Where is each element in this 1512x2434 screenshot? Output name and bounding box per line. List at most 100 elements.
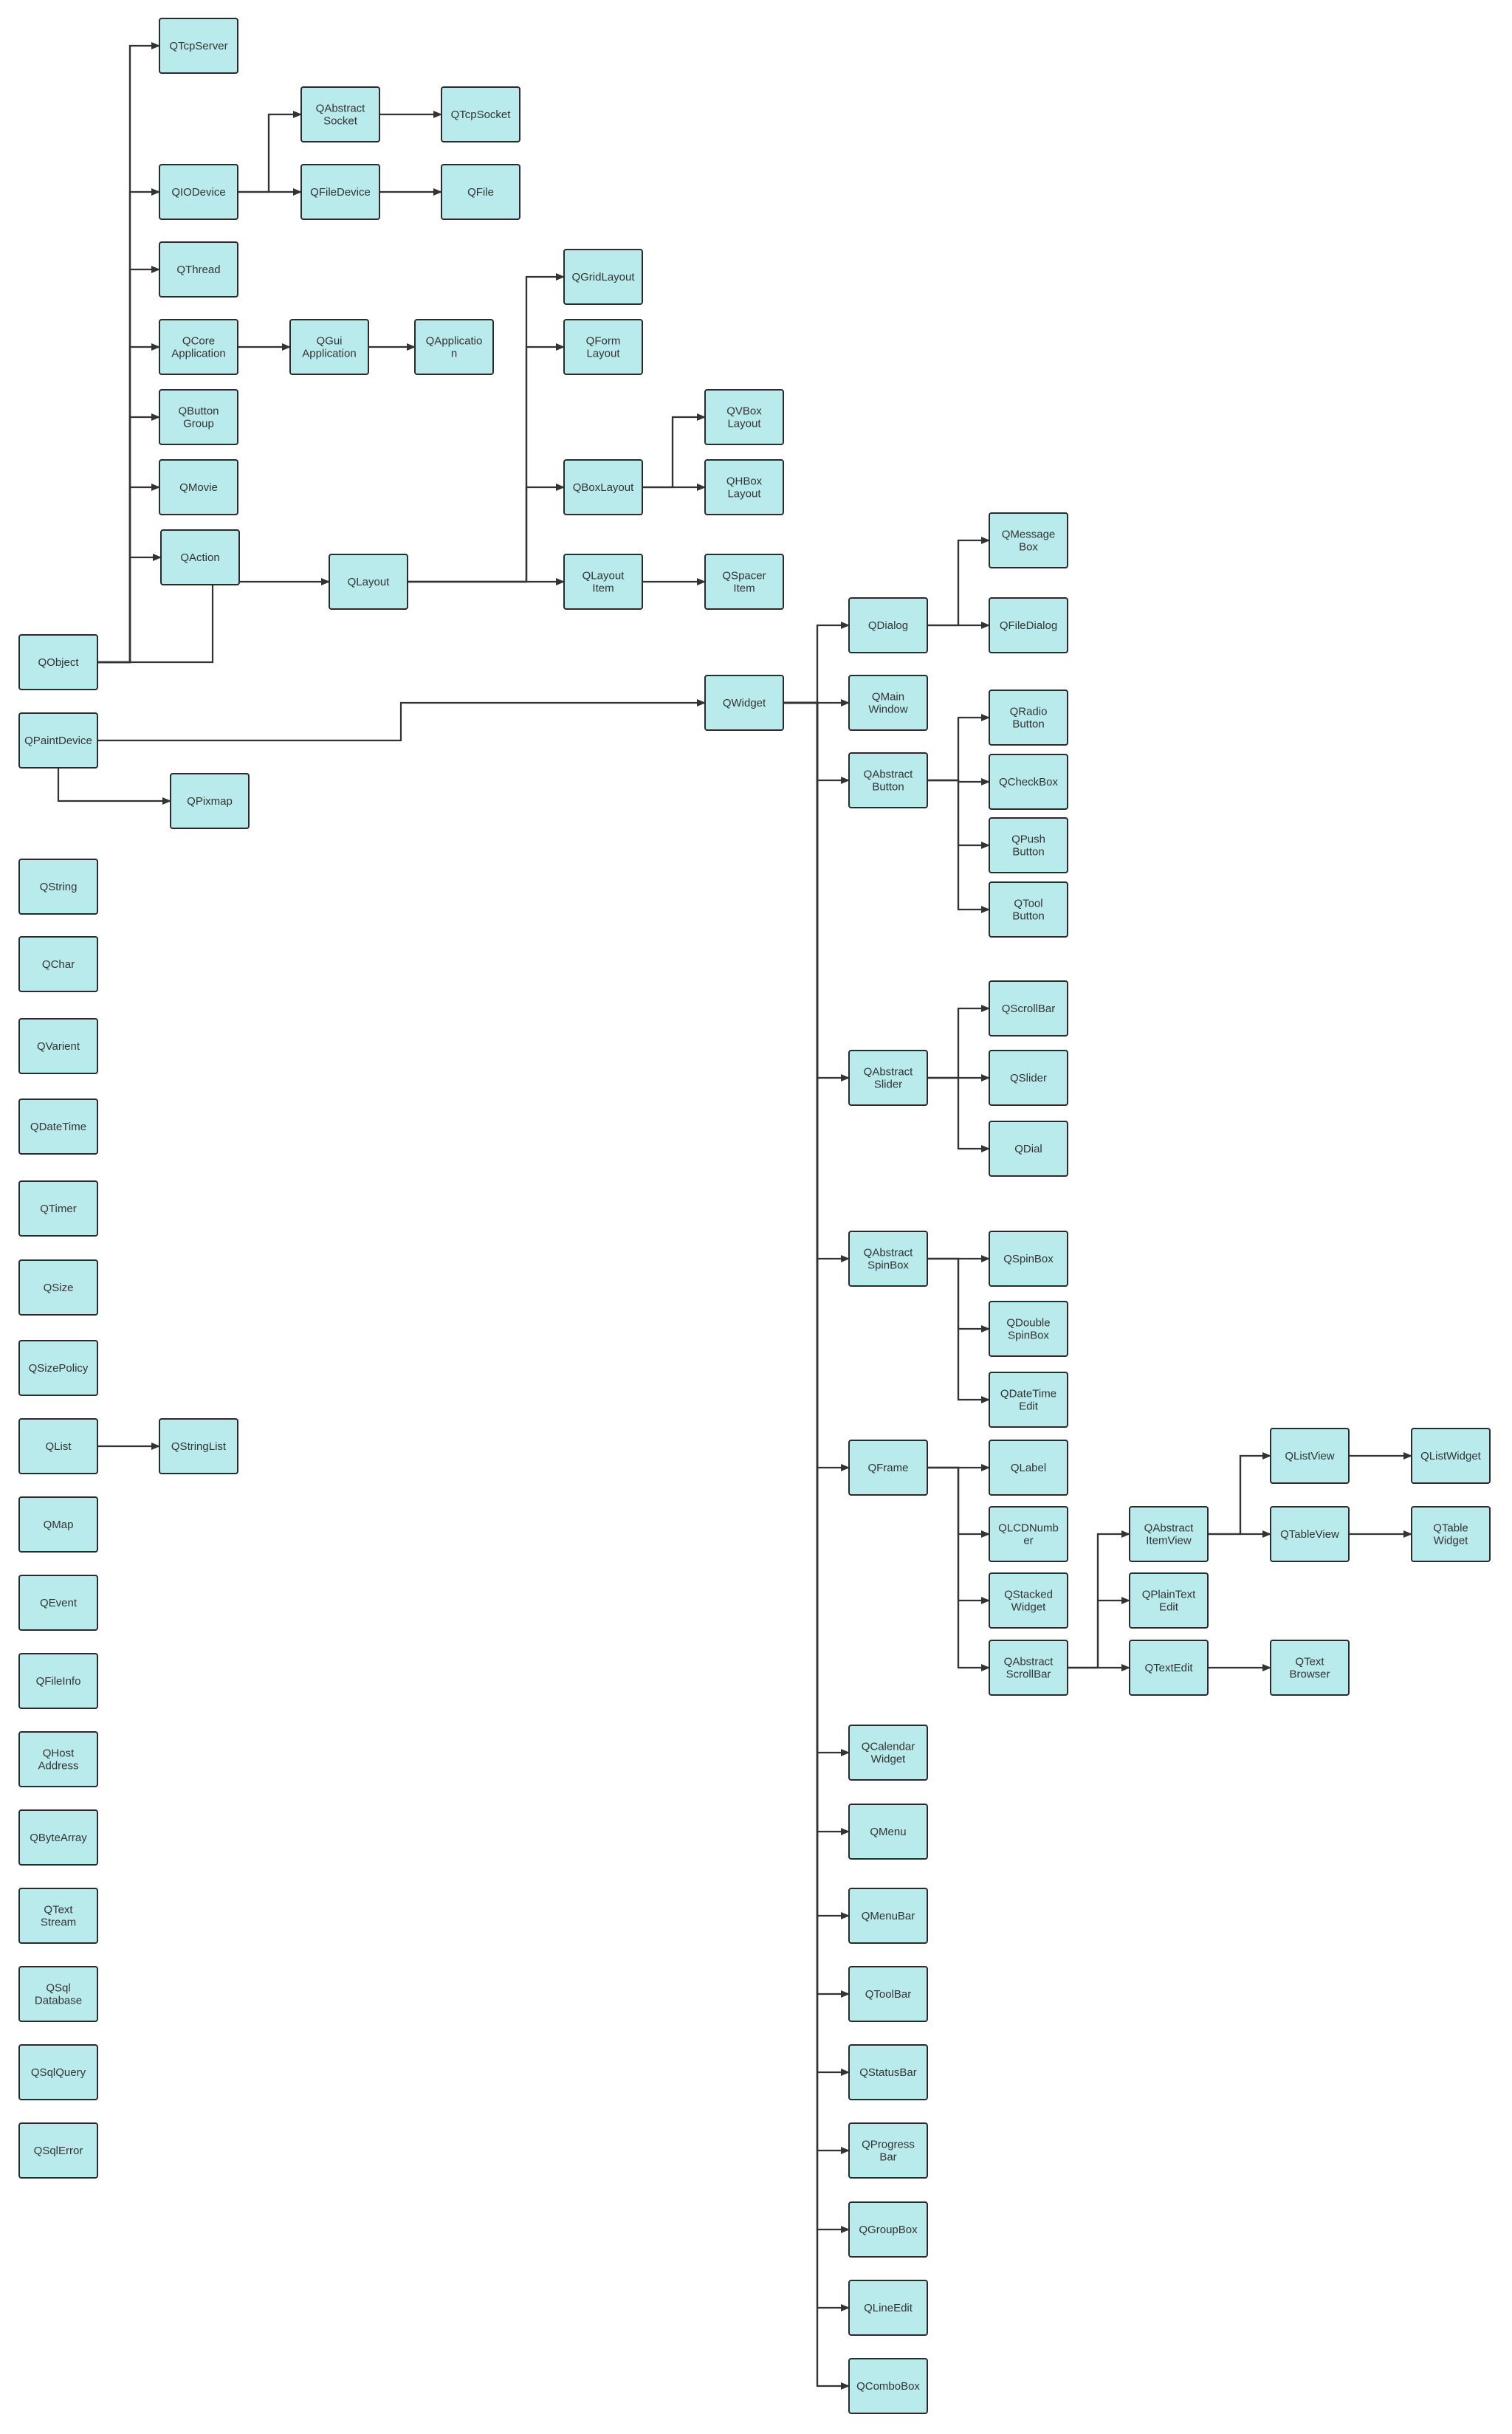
edge-q-widget-to-q-line-edit	[783, 701, 850, 2311]
node-q-map: QMap	[18, 1496, 98, 1553]
node-label-line: Button	[1012, 846, 1044, 859]
node-label-line: n	[451, 348, 457, 360]
node-label-line: QListView	[1285, 1450, 1334, 1462]
node-q-varient: QVarient	[18, 1018, 98, 1074]
node-box	[848, 2044, 928, 2100]
node-label-line: QPaintDevice	[24, 735, 92, 747]
node-label-line: Stream	[41, 1916, 76, 1929]
node-box	[563, 319, 643, 375]
edge-qio-device-to-q-abstract-socket	[238, 111, 302, 193]
edges-layer	[57, 42, 1412, 2390]
node-box	[1411, 1428, 1491, 1484]
node-box	[18, 1966, 98, 2022]
node-label-line: QAbstract	[864, 1066, 914, 1079]
node-label-line: Application	[171, 348, 225, 360]
node-label-line: QAbstract	[864, 769, 914, 781]
edge-q-box-layout-to-qv-box-layout	[642, 413, 706, 489]
node-label-line: QDouble	[1006, 1317, 1050, 1330]
node-label-line: QToolBar	[865, 1988, 912, 2001]
node-q-grid-layout: QGridLayout	[563, 249, 643, 305]
node-q-menu-bar: QMenuBar	[848, 1888, 928, 1944]
node-box	[704, 389, 784, 445]
node-q-status-bar: QStatusBar	[848, 2044, 928, 2100]
node-label-line: QEvent	[40, 1597, 78, 1609]
node-box	[848, 1888, 928, 1944]
node-label-line: QCalendar	[862, 1741, 915, 1753]
node-box	[1411, 1506, 1491, 1562]
node-label-line: QGridLayout	[571, 271, 635, 283]
node-label-line: QComboBox	[856, 2380, 920, 2393]
node-label-line: QList	[45, 1440, 72, 1453]
node-box	[159, 1418, 238, 1474]
node-q-combo-box: QComboBox	[848, 2358, 928, 2414]
node-label-line: QDial	[1014, 1143, 1042, 1155]
node-q-file-info: QFileInfo	[18, 1653, 98, 1709]
node-label-line: QTimer	[40, 1203, 76, 1215]
node-label-line: QAbstract	[1144, 1522, 1195, 1535]
node-box	[848, 2201, 928, 2258]
node-label-line: QChar	[42, 958, 75, 971]
node-q-text-edit: QTextEdit	[1129, 1640, 1209, 1696]
node-box	[848, 1725, 928, 1781]
node-q-size-policy: QSizePolicy	[18, 1340, 98, 1396]
edge-q-paint-device-to-q-widget	[97, 699, 706, 742]
node-box	[989, 817, 1068, 873]
node-label-line: QMain	[872, 691, 904, 704]
node-label-line: QListWidget	[1420, 1450, 1482, 1462]
node-q-paint-device: QPaintDevice	[18, 712, 98, 769]
node-box	[18, 1259, 98, 1316]
node-box	[18, 1888, 98, 1944]
edge-q-object-to-q-movie	[97, 484, 160, 664]
node-box	[18, 712, 98, 769]
edge-q-widget-to-q-status-bar	[783, 701, 850, 2076]
node-box	[989, 754, 1068, 810]
edge-q-abstract-item-view-to-q-list-view	[1208, 1452, 1271, 1536]
node-q-movie: QMovie	[159, 459, 238, 515]
edge-q-object-to-qio-device	[97, 188, 160, 664]
node-label-line: QIODevice	[171, 186, 225, 199]
node-q-list: QList	[18, 1418, 98, 1474]
node-box	[848, 752, 928, 808]
node-label-line: Button	[1012, 718, 1044, 731]
node-label-line: QPlainText	[1142, 1589, 1196, 1601]
node-box	[989, 1640, 1068, 1696]
node-q-sql-query: QSqlQuery	[18, 2044, 98, 2100]
node-label-line: QSize	[44, 1282, 74, 1294]
node-label-line: Item	[592, 582, 614, 595]
node-box	[159, 319, 238, 375]
node-label-line: QAbstract	[316, 103, 366, 115]
node-box	[18, 1575, 98, 1631]
node-box	[989, 1231, 1068, 1287]
node-label-line: QBoxLayout	[573, 481, 634, 494]
node-q-byte-array: QByteArray	[18, 1809, 98, 1866]
node-box	[989, 1440, 1068, 1496]
node-label-line: QCore	[182, 335, 215, 348]
node-box	[704, 459, 784, 515]
node-label-line: QString	[40, 881, 78, 893]
node-box	[989, 1572, 1068, 1629]
node-q-group-box: QGroupBox	[848, 2201, 928, 2258]
node-box	[441, 86, 520, 142]
node-label-line: QTableView	[1280, 1528, 1339, 1541]
edge-q-dialog-to-q-message-box	[927, 537, 990, 627]
node-box	[18, 859, 98, 915]
node-label-line: QMessage	[1002, 529, 1056, 541]
edge-q-layout-to-q-form-layout	[408, 343, 565, 583]
node-box	[848, 2122, 928, 2179]
node-label-line: SpinBox	[1008, 1330, 1049, 1342]
node-q-event: QEvent	[18, 1575, 98, 1631]
node-label-line: QStatusBar	[859, 2066, 917, 2079]
node-box	[989, 690, 1068, 746]
node-q-string-list: QStringList	[159, 1418, 238, 1474]
node-label-line: QLayout	[583, 570, 625, 582]
node-q-tcp-socket: QTcpSocket	[441, 86, 520, 142]
node-label-line: QPixmap	[187, 795, 233, 808]
